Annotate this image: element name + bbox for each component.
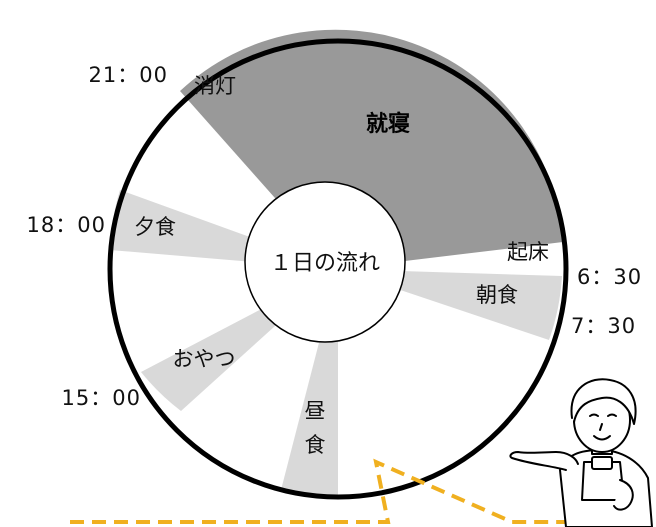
label-lunch-bottom: 食 [305, 433, 326, 457]
label-lights-out: 消灯 [194, 74, 236, 98]
center-circle [244, 181, 406, 343]
label-sleep: 就寝 [366, 111, 410, 137]
clock-outline [107, 38, 569, 500]
sleep-segment [180, 29, 563, 270]
time-0730: 7：30 [571, 314, 636, 338]
label-lunch-top: 昼 [305, 399, 326, 423]
presenter-illustration-icon [509, 378, 653, 527]
time-0630: 6：30 [577, 265, 642, 289]
label-snack: おやつ [173, 347, 236, 371]
center-title: １日の流れ [270, 251, 380, 276]
label-dinner: 夕食 [134, 215, 176, 239]
time-1500: 15：00 [62, 386, 141, 410]
label-wake-up: 起床 [507, 240, 549, 264]
time-2100: 21：00 [89, 63, 168, 87]
label-breakfast: 朝食 [476, 283, 518, 307]
speech-bubble-outline [70, 458, 612, 524]
time-1800: 18：00 [27, 213, 106, 237]
